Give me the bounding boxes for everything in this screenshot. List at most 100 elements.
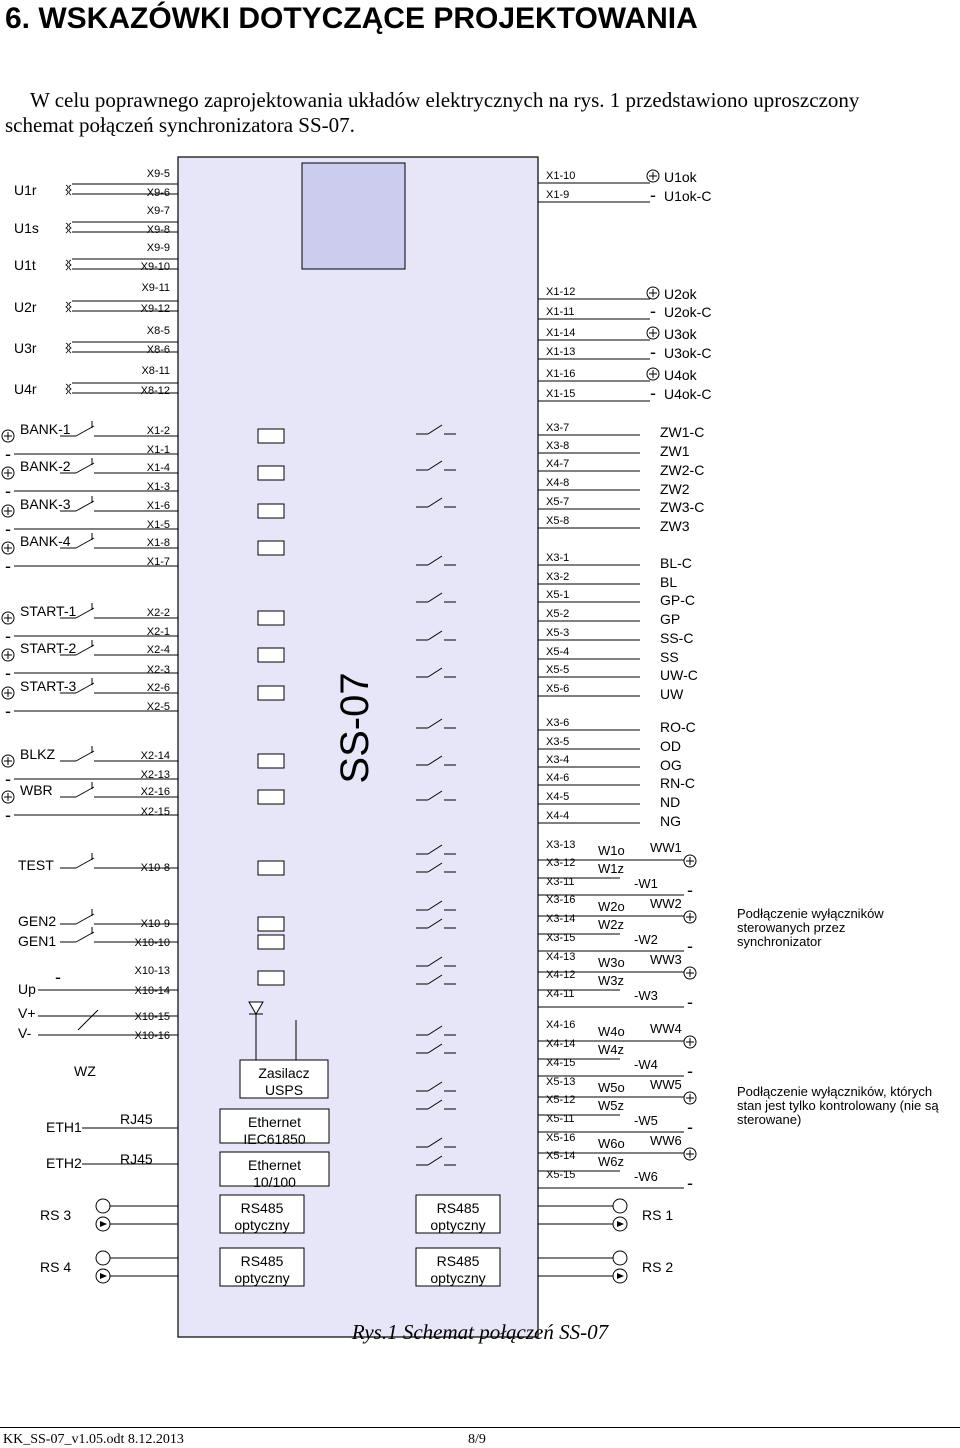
minus-terminal-icon: -: [650, 301, 656, 321]
terminal-pin-label: X5-4: [546, 646, 569, 658]
terminal-pin-label: X8-5: [147, 325, 170, 337]
binary-input-label: START-3: [20, 678, 76, 694]
breaker-position-label: WW6: [650, 1133, 682, 1148]
terminal-pin-label: X10-8: [141, 862, 170, 874]
ethernet-10-100-box: [219, 1151, 330, 1187]
output-signal-label: U1ok-C: [664, 188, 711, 204]
rj45-label: RJ45: [120, 1111, 153, 1127]
minus-terminal-icon: -: [687, 936, 693, 956]
terminal-pin-label: X5-14: [546, 1150, 575, 1162]
breaker-relay-contact-b: [427, 1155, 443, 1166]
terminal-pin-label: X3-4: [546, 754, 569, 766]
minus-terminal-icon: -: [5, 769, 11, 789]
binary-input-label: BLKZ: [20, 746, 55, 762]
terminal-pin-label: X1-8: [147, 537, 170, 549]
breaker-relay-contact-b: [427, 1081, 443, 1092]
terminal-pin-label: X2-4: [147, 644, 170, 656]
terminal-pin-label: X1-3: [147, 481, 170, 493]
minus-terminal-icon: -: [687, 1061, 693, 1081]
minus-terminal-icon: -: [687, 880, 693, 900]
breaker-relay-contact-b: [427, 862, 443, 873]
relay-contact-symbol-b: [427, 555, 443, 566]
relay-contact-symbol-b: [427, 630, 443, 641]
output-signal-label: U4ok: [664, 367, 698, 383]
terminal-pin-label: X5-12: [546, 1094, 575, 1106]
terminal-pin-label: X1-10: [546, 170, 575, 182]
rs-port-label: RS 1: [642, 1207, 673, 1223]
gen1-contact-symbol-b: [75, 931, 95, 943]
terminal-pin-label: X4-15: [546, 1057, 575, 1069]
terminal-pin-label: X4-6: [546, 772, 569, 784]
terminal-pin-label: X10-9: [141, 918, 170, 930]
section-heading: 6. WSKAZÓWKI DOTYCZĄCE PROJEKTOWANIA: [5, 2, 698, 35]
voltage-input-label: U4r: [14, 381, 37, 397]
terminal-pin-label: X1-12: [546, 286, 575, 298]
terminal-pin-label: X10-14: [135, 985, 170, 997]
wz-switch-symbol: [77, 1009, 99, 1031]
terminal-pin-label: X2-13: [141, 769, 170, 781]
minus-terminal-icon: -: [5, 663, 11, 683]
relay-signal-label: ZW2-C: [660, 462, 704, 478]
fiber-tx-icon: [95, 1198, 111, 1214]
test-contact-symbol-b: [75, 857, 95, 869]
optocoupler-icon: [257, 428, 285, 444]
optocoupler-icon: [257, 753, 285, 769]
relay-contact-symbol-b: [427, 790, 443, 801]
relay-signal-label: ZW3: [660, 518, 690, 534]
relay-signal-label: SS: [660, 649, 679, 665]
relay-signal-label: UW: [660, 686, 684, 702]
minus-terminal-icon: -: [55, 967, 61, 987]
ethernet-10-100-box-text: Ethernet: [248, 1157, 301, 1173]
optocoupler-icon: [257, 647, 285, 663]
input-contact-symbol-b: [75, 462, 95, 474]
terminal-pin-label: X10-13: [135, 965, 170, 977]
breaker-negative-label: -W5: [634, 1113, 658, 1128]
terminal-pin-label: X9-6: [147, 187, 170, 199]
relay-contact-symbol-b: [427, 718, 443, 729]
terminal-pin-label: X4-16: [546, 1019, 575, 1031]
terminal-pin-label: X5-7: [546, 496, 569, 508]
input-contact-symbol-b: [75, 750, 95, 762]
rs485-optical-box-text: RS485: [437, 1200, 480, 1216]
binary-input-label: WBR: [20, 782, 53, 798]
terminal-pin-label: X10-10: [135, 937, 170, 949]
relay-signal-label: RN-C: [660, 775, 695, 791]
lower-input-label: ETH2: [46, 1155, 82, 1171]
output-signal-label: U2ok: [664, 286, 698, 302]
relay-signal-label: SS-C: [660, 630, 693, 646]
fiber-tx-icon: [95, 1250, 111, 1266]
rj45-label: RJ45: [120, 1151, 153, 1167]
terminal-pin-label: X1-6: [147, 500, 170, 512]
terminal-pin-label: X2-3: [147, 664, 170, 676]
binary-input-label: START-1: [20, 603, 76, 619]
terminal-pin-label: X4-12: [546, 969, 575, 981]
breaker-negative-label: -W4: [634, 1057, 658, 1072]
output-signal-label: U2ok-C: [664, 304, 711, 320]
terminal-pin-label: X3-15: [546, 932, 575, 944]
optocoupler-icon: [257, 970, 285, 986]
minus-terminal-icon: -: [5, 444, 11, 464]
ct-symbol: [65, 301, 69, 313]
breaker-close-label: W3z: [598, 973, 624, 988]
minus-terminal-icon: -: [650, 383, 656, 403]
minus-terminal-icon: -: [5, 701, 11, 721]
relay-signal-label: OG: [660, 757, 682, 773]
ct-symbol-b: [68, 259, 72, 271]
terminal-pin-label: X4-7: [546, 458, 569, 470]
input-contact-symbol-b: [75, 425, 95, 437]
rs485-optical-box-text: optyczny: [430, 1217, 485, 1233]
terminal-pin-label: X4-14: [546, 1038, 575, 1050]
terminal-pin-label: X9-10: [141, 261, 170, 273]
terminal-pin-label: X1-5: [147, 519, 170, 531]
relay-contact-symbol-b: [427, 667, 443, 678]
terminal-pin-label: X8-6: [147, 344, 170, 356]
terminal-pin-label: X1-7: [147, 556, 170, 568]
rs-port-label: RS 2: [642, 1259, 673, 1275]
figure-caption: Rys.1 Schemat połączeń SS-07: [351, 1320, 609, 1344]
terminal-pin-label: X1-9: [546, 189, 569, 201]
terminal-pin-label: X4-4: [546, 810, 569, 822]
minus-terminal-icon: -: [687, 992, 693, 1012]
terminal-pin-label: X8-12: [141, 385, 170, 397]
ct-symbol-b: [68, 184, 72, 196]
